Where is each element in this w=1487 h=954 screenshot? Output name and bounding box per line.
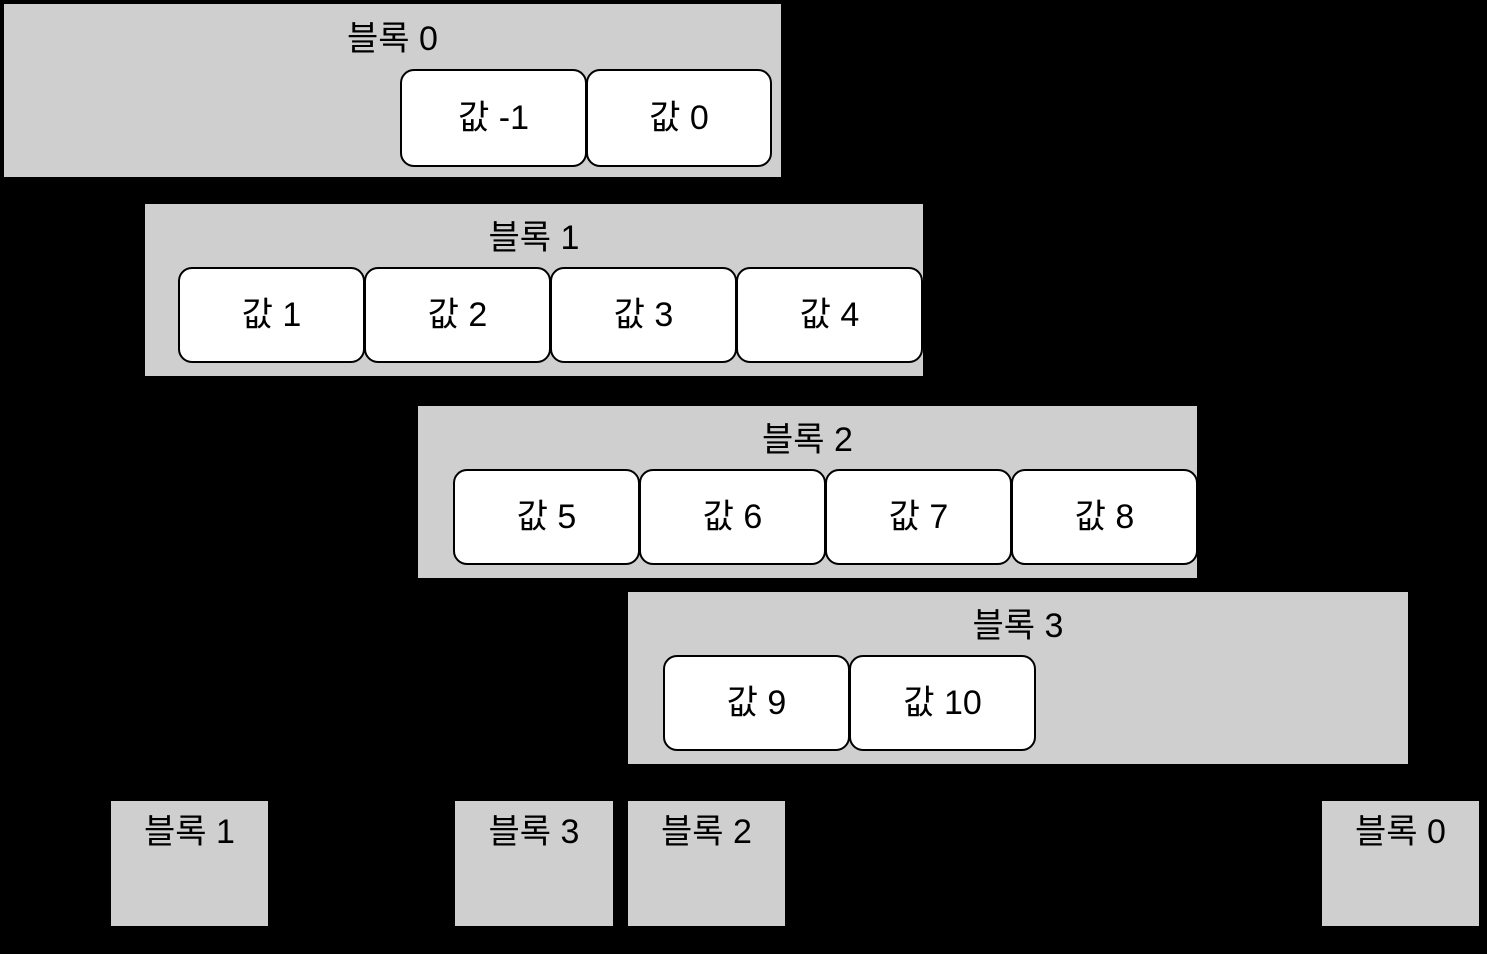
block-2-cells: 값 5 값 6 값 7 값 8 — [453, 469, 1198, 565]
block-band-1[interactable]: 블록 1 값 1 값 2 값 3 값 4 — [145, 204, 923, 376]
bottom-block-0[interactable]: 블록 0 — [1322, 801, 1479, 926]
bottom-block-1[interactable]: 블록 1 — [111, 801, 268, 926]
block-3-cells: 값 9 값 10 — [663, 655, 1037, 751]
block-title-2: 블록 2 — [762, 421, 853, 459]
block-title-3: 블록 3 — [972, 607, 1064, 645]
block-0-cells: 값 -1 값 0 — [400, 69, 772, 167]
value-cell[interactable]: 값 5 — [453, 469, 640, 565]
value-cell[interactable]: 값 3 — [550, 267, 737, 363]
block-band-0[interactable]: 블록 0 값 -1 값 0 — [4, 4, 781, 177]
bottom-block-3[interactable]: 블록 3 — [455, 801, 613, 926]
value-cell[interactable]: 값 2 — [364, 267, 551, 363]
value-cell[interactable]: 값 4 — [736, 267, 923, 363]
value-cell[interactable]: 값 0 — [586, 69, 772, 167]
block-band-2[interactable]: 블록 2 값 5 값 6 값 7 값 8 — [418, 406, 1198, 578]
block-1-cells: 값 1 값 2 값 3 값 4 — [178, 267, 923, 363]
value-cell[interactable]: 값 7 — [825, 469, 1012, 565]
block-title-0: 블록 0 — [347, 20, 438, 58]
bottom-block-label: 블록 1 — [144, 813, 235, 851]
block-band-3[interactable]: 블록 3 값 9 값 10 — [628, 592, 1408, 764]
bottom-block-label: 블록 2 — [661, 813, 752, 851]
bottom-block-label: 블록 0 — [1355, 813, 1446, 851]
bottom-block-label: 블록 3 — [488, 813, 580, 851]
value-cell[interactable]: 값 10 — [849, 655, 1036, 751]
value-cell[interactable]: 값 1 — [178, 267, 365, 363]
block-title-1: 블록 1 — [488, 219, 580, 257]
value-cell[interactable]: 값 8 — [1011, 469, 1198, 565]
value-cell[interactable]: 값 6 — [639, 469, 826, 565]
bottom-block-2[interactable]: 블록 2 — [628, 801, 785, 926]
value-cell[interactable]: 값 -1 — [400, 69, 587, 167]
value-cell[interactable]: 값 9 — [663, 655, 850, 751]
